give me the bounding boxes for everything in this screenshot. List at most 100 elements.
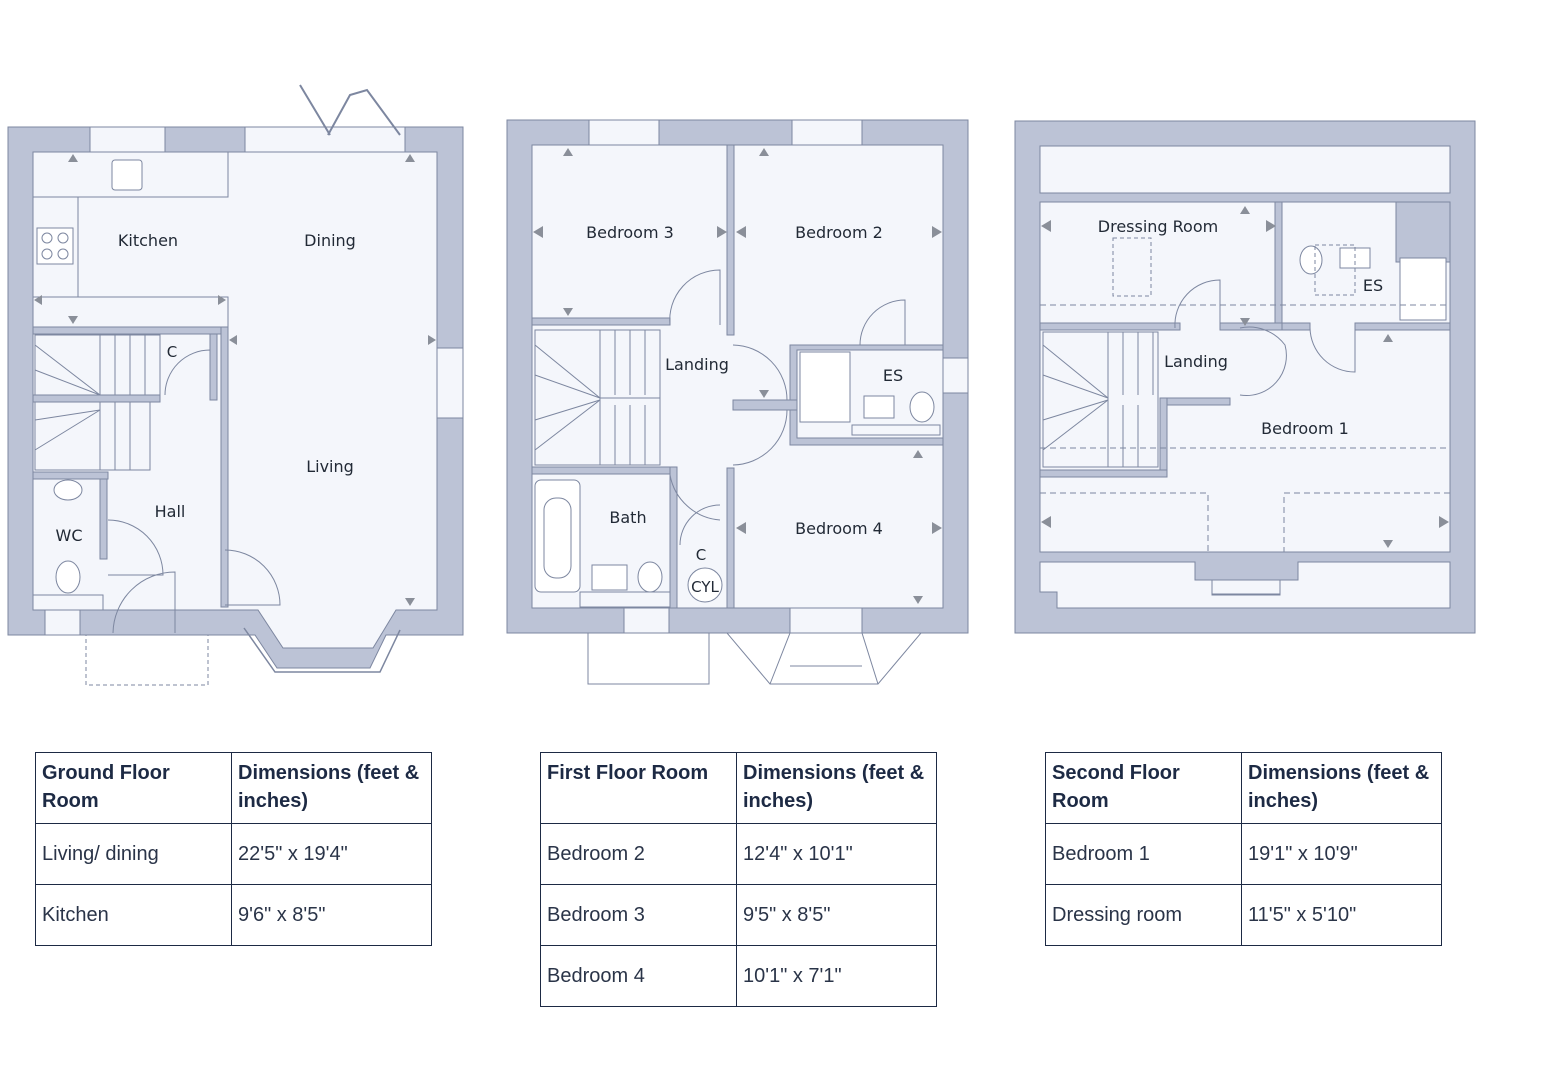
toilet-icon xyxy=(55,560,81,594)
dimension-markers xyxy=(34,154,436,606)
second-floor-dimensions-table: Second Floor Room Dimensions (feet & inc… xyxy=(1045,752,1442,946)
bathtub-icon xyxy=(534,479,581,593)
room-dimensions: 10'1" x 7'1" xyxy=(736,945,937,1007)
window xyxy=(623,607,670,634)
toilet-icon xyxy=(909,391,935,423)
cylinder-icon xyxy=(687,567,723,603)
door xyxy=(732,409,788,466)
basin-icon xyxy=(53,479,83,501)
ground-floor-dimensions-table: Ground Floor Room Dimensions (feet & inc… xyxy=(35,752,432,946)
door xyxy=(164,349,211,396)
room-label-dressing-room: Dressing Room xyxy=(1098,217,1218,236)
shower-icon xyxy=(1399,257,1447,321)
window xyxy=(588,119,660,146)
shower-icon xyxy=(799,351,851,423)
table-row: Living/ dining 22'5" x 19'4" xyxy=(35,823,432,885)
room-label-cylinder: CYL xyxy=(691,578,719,596)
room-dimensions: 11'5" x 5'10" xyxy=(1241,884,1442,946)
room-label-cupboard: C xyxy=(167,343,177,361)
staircase xyxy=(34,334,161,471)
table-row: Bedroom 4 10'1" x 7'1" xyxy=(540,945,937,1007)
room-name: Bedroom 1 xyxy=(1045,823,1242,885)
header-room: Ground Floor Room xyxy=(35,752,232,824)
basin-icon xyxy=(591,564,628,591)
room-label-hall: Hall xyxy=(155,502,186,521)
window xyxy=(89,126,166,153)
room-label-cupboard: C xyxy=(696,546,706,564)
dimension-markers xyxy=(1041,206,1449,548)
floor-plans: Kitchen Dining Living Hall WC C xyxy=(7,84,1476,686)
toilet-icon xyxy=(1299,245,1323,275)
door xyxy=(1239,326,1287,396)
window xyxy=(244,126,406,153)
room-label-bedroom-2: Bedroom 2 xyxy=(795,223,883,242)
sink-icon xyxy=(111,159,143,191)
hob-icon xyxy=(36,227,74,265)
room-name: Bedroom 3 xyxy=(540,884,737,946)
door xyxy=(112,571,176,634)
staircase xyxy=(534,329,661,466)
ground-floor-plan: Kitchen Dining Living Hall WC C xyxy=(7,84,464,686)
room-label-landing: Landing xyxy=(1164,352,1228,371)
table-row: Bedroom 2 12'4" x 10'1" xyxy=(540,823,937,885)
staircase xyxy=(1042,331,1159,468)
room-name: Kitchen xyxy=(35,884,232,946)
window xyxy=(791,119,863,146)
door xyxy=(859,299,906,346)
door xyxy=(669,474,721,521)
header-dimensions: Dimensions (feet & inches) xyxy=(231,752,432,824)
first-floor-plan: Bedroom 3 Bedroom 2 Landing ES Bath C CY… xyxy=(506,119,969,685)
table-row: Dressing room 11'5" x 5'10" xyxy=(1045,884,1442,946)
room-label-bedroom-4: Bedroom 4 xyxy=(795,519,883,538)
table-header-row: First Floor Room Dimensions (feet & inch… xyxy=(540,752,937,824)
toilet-icon xyxy=(637,561,663,593)
door xyxy=(669,269,721,326)
header-dimensions: Dimensions (feet & inches) xyxy=(1241,752,1442,824)
window xyxy=(44,609,81,636)
door xyxy=(679,504,721,546)
window xyxy=(1211,579,1281,595)
window xyxy=(942,357,969,394)
room-label-ensuite: ES xyxy=(1363,276,1383,295)
folding-doors xyxy=(299,84,401,136)
window xyxy=(789,607,863,634)
room-label-bedroom-1: Bedroom 1 xyxy=(1261,419,1349,438)
table-row: Bedroom 1 19'1" x 10'9" xyxy=(1045,823,1442,885)
room-name: Dressing room xyxy=(1045,884,1242,946)
door xyxy=(1309,327,1356,373)
room-name: Bedroom 2 xyxy=(540,823,737,885)
table-row: Kitchen 9'6" x 8'5" xyxy=(35,884,432,946)
window xyxy=(436,347,464,419)
basin-icon xyxy=(863,395,895,419)
table-header-row: Ground Floor Room Dimensions (feet & inc… xyxy=(35,752,432,824)
room-label-wc: WC xyxy=(56,526,83,545)
room-label-bedroom-3: Bedroom 3 xyxy=(586,223,674,242)
room-label-bath: Bath xyxy=(609,508,646,527)
table-header-row: Second Floor Room Dimensions (feet & inc… xyxy=(1045,752,1442,824)
door xyxy=(224,549,281,606)
room-label-living: Living xyxy=(306,457,354,476)
table-row: Bedroom 3 9'5" x 8'5" xyxy=(540,884,937,946)
header-room: Second Floor Room xyxy=(1045,752,1242,824)
second-floor-plan: Dressing Room ES Landing Bedroom 1 xyxy=(1014,120,1476,634)
door xyxy=(732,344,788,401)
room-name: Living/ dining xyxy=(35,823,232,885)
door xyxy=(1174,279,1221,329)
room-dimensions: 22'5" x 19'4" xyxy=(231,823,432,885)
second-floor-interior xyxy=(1039,201,1451,553)
ground-floor-interior xyxy=(32,151,438,649)
dimension-markers xyxy=(533,148,942,604)
room-dimensions: 9'5" x 8'5" xyxy=(736,884,937,946)
room-dimensions: 12'4" x 10'1" xyxy=(736,823,937,885)
room-label-dining: Dining xyxy=(304,231,356,250)
porch xyxy=(85,634,209,686)
room-label-landing: Landing xyxy=(665,355,729,374)
room-label-ensuite: ES xyxy=(883,366,903,385)
door xyxy=(107,519,164,576)
room-dimensions: 19'1" x 10'9" xyxy=(1241,823,1442,885)
first-floor-dimensions-table: First Floor Room Dimensions (feet & inch… xyxy=(540,752,937,1007)
header-room: First Floor Room xyxy=(540,752,737,824)
header-dimensions: Dimensions (feet & inches) xyxy=(736,752,937,824)
room-name: Bedroom 4 xyxy=(540,945,737,1007)
room-dimensions: 9'6" x 8'5" xyxy=(231,884,432,946)
